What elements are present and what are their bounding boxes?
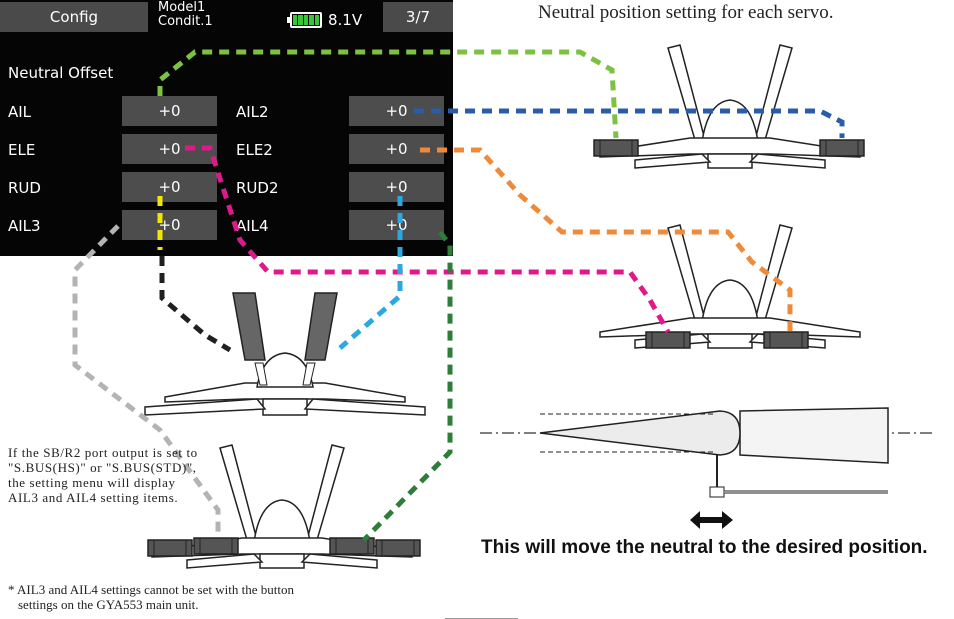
ail3-value-button[interactable]: +0	[122, 210, 217, 240]
connector-lines	[72, 49, 845, 542]
ail2-connector	[414, 108, 845, 138]
double-arrow-icon	[690, 511, 733, 529]
model-name: Model1	[158, 0, 206, 15]
screen-title: Neutral Offset	[8, 64, 114, 82]
rud-value-button[interactable]: +0	[122, 172, 217, 202]
top-caption: Neutral position setting for each servo.	[538, 2, 834, 23]
condition-name: Condit.1	[158, 14, 213, 29]
ele-value-button[interactable]: +0	[122, 134, 217, 164]
ele2-connector	[420, 147, 793, 332]
ail3-connector	[72, 224, 221, 538]
ail-connector	[157, 49, 619, 139]
side-note: If the SB/R2 port output is set to "S.BU…	[8, 445, 198, 505]
jet-ele-diagram	[599, 224, 861, 349]
ail-value-button[interactable]: +0	[122, 96, 217, 126]
ail-label: AIL	[8, 103, 32, 121]
battery-icon	[287, 12, 322, 28]
ele-connector	[185, 145, 671, 334]
bold-caption: This will move the neutral to the desire…	[481, 537, 928, 558]
rud2-label: RUD2	[236, 179, 279, 197]
transmitter-screen: Config Model1 Condit.1 8.1V 3/7 Neutral …	[0, 0, 453, 256]
ail2-label: AIL2	[236, 103, 269, 121]
foot-note: * AIL3 and AIL4 settings cannot be set w…	[8, 582, 388, 612]
battery-voltage: 8.1V	[328, 11, 363, 29]
foot-note-line2: settings on the GYA553 main unit.	[18, 597, 199, 612]
config-button[interactable]: Config	[0, 2, 148, 32]
ail3-label: AIL3	[8, 217, 41, 235]
ele2-label: ELE2	[236, 141, 273, 159]
ail4-label: AIL4	[236, 217, 269, 235]
jet-rud-diagram	[144, 292, 426, 416]
ele-label: ELE	[8, 141, 36, 159]
ail2-value-button[interactable]: +0	[349, 96, 444, 126]
rud-connector	[159, 256, 232, 353]
rud2-value-button[interactable]: +0	[349, 172, 444, 202]
jet-ail-diagram	[593, 44, 865, 169]
rud-label: RUD	[8, 179, 41, 197]
ail4-connector	[362, 230, 453, 542]
control-surface-detail	[480, 407, 935, 498]
page-indicator-button[interactable]: 3/7	[383, 2, 453, 32]
foot-note-line1: * AIL3 and AIL4 settings cannot be set w…	[8, 582, 294, 597]
